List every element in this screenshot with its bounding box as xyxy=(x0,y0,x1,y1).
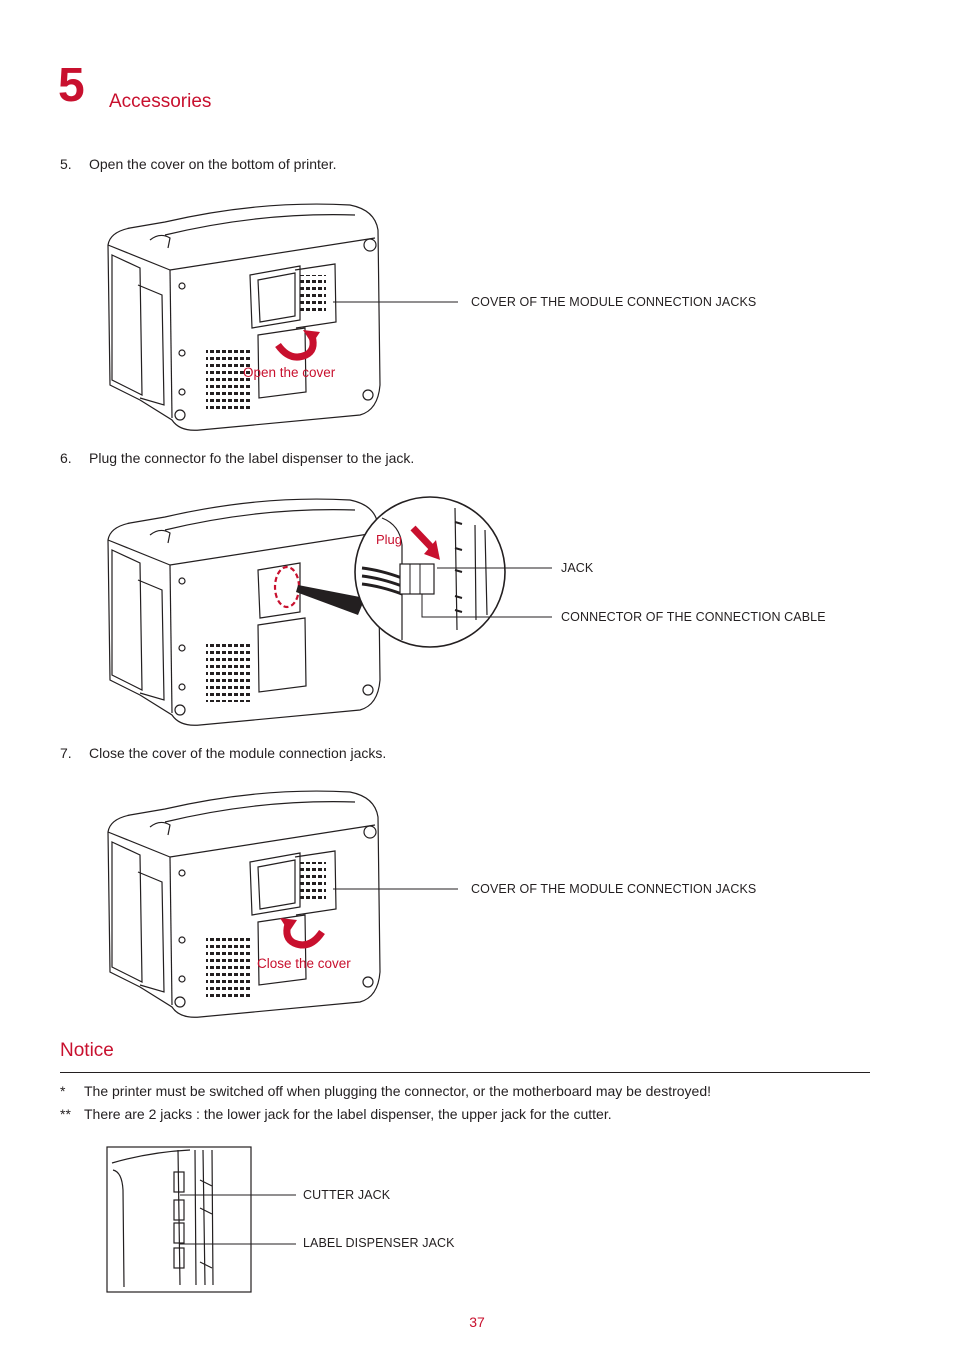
chapter-title: Accessories xyxy=(109,91,212,112)
step-text: Plug the connector fo the label dispense… xyxy=(89,450,415,466)
notice-item: * The printer must be switched off when p… xyxy=(60,1083,711,1099)
close-cover-label: Close the cover xyxy=(257,956,351,971)
chapter-number: 5 xyxy=(58,59,85,112)
zoom-detail-circle xyxy=(354,496,506,648)
printer-bottom-close-figure xyxy=(107,790,381,1018)
notice-text: There are 2 jacks : the lower jack for t… xyxy=(84,1106,612,1122)
step-number: 5. xyxy=(60,156,72,172)
step-7: 7. Close the cover of the module connecti… xyxy=(60,745,386,761)
callout-cover-jacks: COVER OF THE MODULE CONNECTION JACKS xyxy=(471,295,757,309)
notice-text: The printer must be switched off when pl… xyxy=(84,1083,711,1099)
notice-divider xyxy=(60,1072,870,1073)
callout-label-dispenser-jack: LABEL DISPENSER JACK xyxy=(303,1236,455,1250)
jack-highlight xyxy=(273,565,301,609)
page-number: 37 xyxy=(469,1314,485,1330)
zoom-pointer xyxy=(296,585,365,615)
plug-label: Plug xyxy=(376,532,403,547)
notice-item: ** There are 2 jacks : the lower jack for… xyxy=(60,1106,612,1122)
step-number: 7. xyxy=(60,745,72,761)
callout-connector: CONNECTOR OF THE CONNECTION CABLE xyxy=(561,610,826,624)
callout-cutter-jack: CUTTER JACK xyxy=(303,1188,391,1202)
callout-cover-jacks: COVER OF THE MODULE CONNECTION JACKS xyxy=(471,882,757,896)
step-6: 6. Plug the connector fo the label dispen… xyxy=(60,450,414,466)
printer-bottom-plug-figure xyxy=(107,498,381,726)
step-text: Close the cover of the module connection… xyxy=(89,745,387,761)
open-cover-label: Open the cover xyxy=(243,365,336,380)
notice-marker: ** xyxy=(60,1106,71,1122)
callout-jack: JACK xyxy=(561,561,594,575)
notice-title: Notice xyxy=(60,1040,114,1061)
close-arrow-icon xyxy=(280,918,325,949)
open-arrow-icon xyxy=(275,330,320,361)
printer-bottom-open-figure xyxy=(107,203,381,431)
jacks-detail-figure xyxy=(106,1146,252,1293)
step-text: Open the cover on the bottom of printer. xyxy=(89,156,337,172)
step-number: 6. xyxy=(60,450,72,466)
step-5: 5. Open the cover on the bottom of printe… xyxy=(60,156,336,172)
notice-marker: * xyxy=(60,1083,66,1099)
